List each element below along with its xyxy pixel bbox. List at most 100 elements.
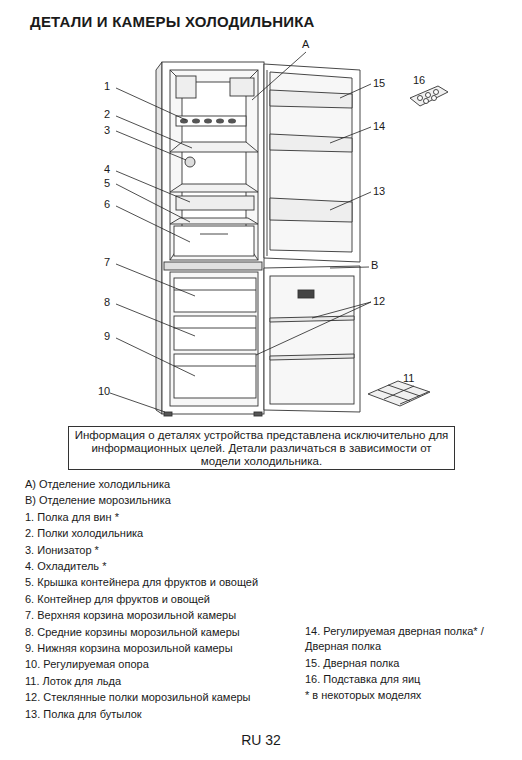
drawer-handle [200,234,228,235]
slot [216,119,224,124]
fridge-shelf [170,184,258,192]
slot [204,119,212,124]
part-list-item: A) Отделение холодильника [25,477,310,492]
ice-tray [368,381,430,406]
footnote: * в некоторых моделях [305,688,510,703]
leader-line [330,267,369,268]
info-text: Информация о деталях устройства представ… [74,429,449,468]
leader-line [252,52,306,100]
basket-lip [174,366,256,367]
callout-number: 2 [104,108,110,121]
leader-line [330,127,371,143]
leader-line [116,171,190,202]
callout-number: 11 [403,372,414,385]
callout-number: 9 [104,330,110,343]
part-list-item: 1. Полка для вин * [25,510,310,525]
callout-number: 15 [373,77,385,90]
part-list-item: 3. Ионизатор * [25,543,310,558]
door-shelf [270,134,352,152]
part-list-item: 2. Полки холодильника [25,526,310,541]
page-title: ДЕТАЛИ И КАМЕРЫ ХОЛОДИЛЬНИКА [30,13,315,30]
leader-line [330,192,371,210]
door-liner [270,72,352,252]
slot [228,119,236,124]
callout-number: 6 [104,198,110,211]
page-number: RU 32 [0,732,522,748]
part-list-item: 12. Стеклянные полки морозильной камеры [25,690,310,705]
part-list-item: 5. Крышка контейнера для фруктов и овоще… [25,575,310,590]
bottle-shelf [270,198,352,222]
egg-tray [410,86,448,106]
grid-line [384,386,414,399]
egg-cup [432,96,437,101]
grid-line [378,390,410,401]
callout-number: 13 [373,185,385,198]
fan-box [230,78,254,96]
crisper-drawer [174,226,254,256]
basket-lip [174,290,256,291]
info-content: Информация о деталях устройства представ… [74,429,449,468]
fridge-cabinet [156,62,264,416]
part-list-item: 9. Нижняя корзина морозильной камеры [25,641,310,656]
leader-line [116,184,190,222]
foot [254,412,262,416]
leader-line [116,338,195,376]
egg-cup [434,90,439,95]
fridge-door [264,64,360,262]
leader-line [256,302,371,355]
cabinet-front [162,62,264,414]
callout-number: 16 [413,74,425,87]
glass-shelf [270,316,354,322]
wine-shelf [176,116,246,126]
callout-number: 3 [104,124,110,137]
freezer-right [264,266,360,412]
side-panel [156,62,162,414]
leader-line [116,88,186,120]
callout-number: A [302,38,309,51]
part-list-item: 7. Верхняя корзина морозильной камеры [25,608,310,623]
fridge-shelf [170,142,258,152]
leader-line [116,304,195,336]
freezer-basket [174,316,256,350]
freezer-outer [264,266,360,412]
hinge-bar [267,70,268,256]
part-list-item: 8. Средние корзины морозильной камеры [25,625,310,640]
leader-line [116,131,186,160]
leader-line [340,84,371,98]
divider [164,262,262,270]
egg-cup [426,93,431,98]
foot [164,412,172,416]
freezer-basket [174,278,256,312]
freezer-basket [174,354,256,398]
leader-line [116,206,190,242]
callout-number: 10 [98,385,110,398]
freezer-interior [170,272,258,406]
ice-tray-body [368,381,430,406]
part-list-item: 14. Регулируемая дверная полка* / Дверна… [305,624,510,654]
part-list-item: 6. Контейнер для фруктов и овощей [25,592,310,607]
light-box [176,76,196,98]
leader-line [116,116,192,148]
egg-holder [410,86,448,106]
part-list-item: 10. Регулируемая опора [25,657,310,672]
callout-number: 7 [104,256,110,269]
part-list-item: 13. Полка для бутылок [25,707,310,722]
door-outer [264,64,360,262]
basket-lip [174,328,256,329]
wine-shelf-slots [180,119,236,124]
callout-number: B [371,259,378,272]
info-box: Информация о деталях устройства представ… [68,426,455,470]
callout-number: 5 [104,177,110,190]
fridge-interior [170,70,258,260]
callout-number: 1 [104,80,110,93]
part-list-item: B) Отделение морозильника [25,493,310,508]
door-shelf [270,90,352,108]
callout-number: 4 [104,163,110,176]
ionizer [185,157,195,167]
part-list-item: 4. Охладитель * [25,559,310,574]
part-list-item: 15. Дверная полка [305,656,510,671]
egg-cup [424,99,429,104]
chiller [176,196,254,210]
leader-lines [110,52,371,412]
